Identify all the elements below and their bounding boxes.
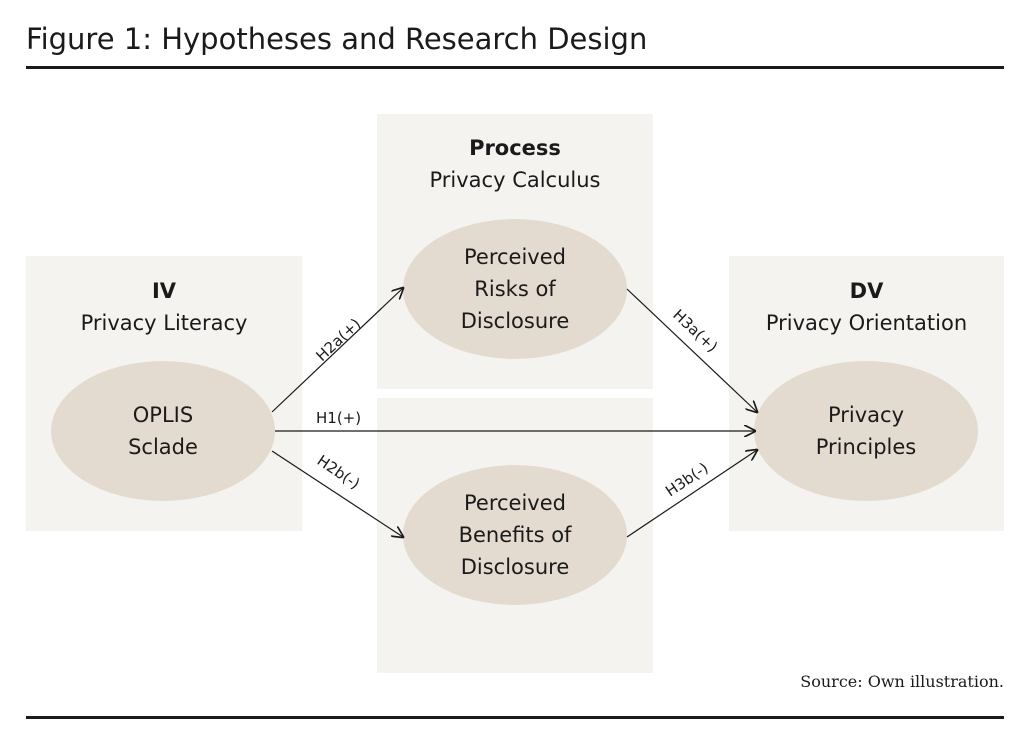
iv-panel-header: IV Privacy Literacy bbox=[26, 275, 302, 339]
figure-title: Figure 1: Hypotheses and Research Design bbox=[26, 22, 648, 56]
oplis-node-line-1: OPLIS bbox=[132, 403, 194, 427]
process-panel-heading: Process bbox=[469, 136, 561, 160]
benefits-node-line-1: Perceived bbox=[464, 491, 566, 515]
iv-panel-heading: IV bbox=[151, 279, 177, 303]
h2a-arrow bbox=[271, 288, 403, 413]
h3b-arrow bbox=[626, 450, 757, 538]
source-note: Source: Own illustration. bbox=[800, 672, 1004, 691]
benefits-node-line-2: Benefits of bbox=[458, 523, 572, 547]
risks-node-line-1: Perceived bbox=[464, 245, 566, 269]
oplis-node-line-2: Sclade bbox=[128, 435, 198, 459]
iv-panel-subheading: Privacy Literacy bbox=[80, 311, 248, 335]
principles-node: Privacy Principles bbox=[754, 361, 978, 501]
h2b-label: H2b(-) bbox=[314, 451, 363, 492]
process-panel-subheading: Privacy Calculus bbox=[429, 168, 601, 192]
top-rule bbox=[26, 66, 1004, 69]
oplis-node: OPLIS Sclade bbox=[51, 361, 275, 501]
risks-node: Perceived Risks of Disclosure bbox=[403, 219, 627, 359]
dv-panel-header: DV Privacy Orientation bbox=[729, 275, 1004, 339]
principles-node-line-2: Principles bbox=[815, 435, 917, 459]
h3a-label: H3a(+) bbox=[669, 306, 721, 356]
h2a-label: H2a(+) bbox=[312, 315, 364, 365]
bottom-rule bbox=[26, 716, 1004, 719]
h3a-arrow bbox=[626, 288, 757, 412]
dv-panel-heading: DV bbox=[849, 279, 884, 303]
h2b-arrow bbox=[271, 450, 403, 537]
h1-label: H1(+) bbox=[316, 409, 361, 427]
dv-panel-subheading: Privacy Orientation bbox=[765, 311, 968, 335]
benefits-node: Perceived Benefits of Disclosure bbox=[403, 465, 627, 605]
process-panel-header: Process Privacy Calculus bbox=[377, 132, 653, 196]
principles-node-line-1: Privacy bbox=[827, 403, 905, 427]
benefits-node-line-3: Disclosure bbox=[460, 555, 570, 579]
risks-node-line-3: Disclosure bbox=[460, 309, 570, 333]
h3b-label: H3b(-) bbox=[662, 459, 711, 500]
risks-node-line-2: Risks of bbox=[474, 277, 556, 301]
